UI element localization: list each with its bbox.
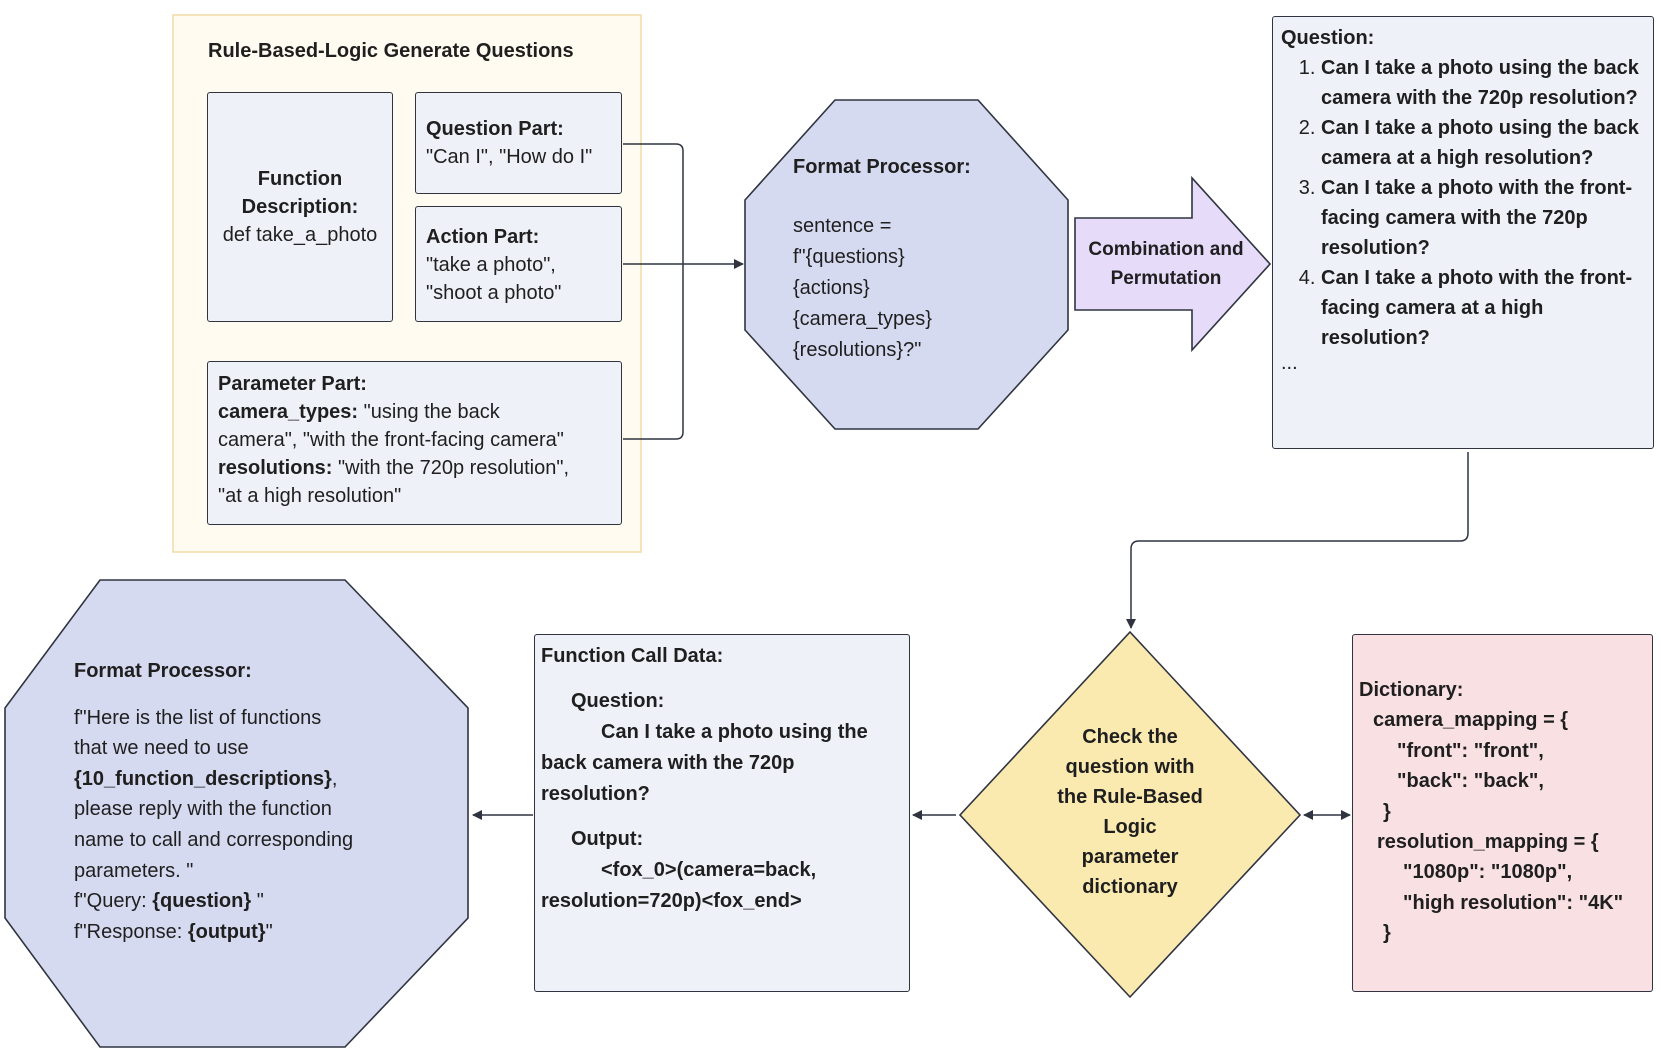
function-call-box: Function Call Data: Question: Can I take… <box>534 634 910 992</box>
dictionary-title: Dictionary: <box>1359 679 1464 701</box>
action-part-box: Action Part: "take a photo", "shoot a ph… <box>415 206 622 322</box>
check-diamond-text: Check the question with the Rule-Based L… <box>1030 722 1230 902</box>
parameter-part-box: Parameter Part: camera_types: "using the… <box>207 361 622 525</box>
combination-arrow-line-1: Combination and <box>1088 239 1244 260</box>
format-processor-bottom-title: Format Processor: <box>74 660 252 682</box>
function-call-title: Function Call Data: <box>541 645 724 667</box>
parameter-camera-line-1: camera_types: "using the back <box>218 398 611 426</box>
dictionary-line-6: "1080p": "1080p", <box>1403 861 1573 884</box>
function-description-value: def take_a_photo <box>222 224 378 246</box>
resolutions-value-start: "with the 720p resolution", <box>338 457 570 479</box>
action-part-value-2: "shoot a photo" <box>426 282 562 304</box>
question-item: Can I take a photo with the front-facing… <box>1321 173 1645 263</box>
check-diamond-shape <box>958 630 1302 999</box>
function-call-question-label: Question: <box>571 690 665 712</box>
question-box-title: Question: <box>1281 27 1375 49</box>
prompt-line-6: parameters. " <box>74 859 194 882</box>
question-box: Question: Can I take a photo using the b… <box>1272 16 1654 449</box>
question-ellipsis: ... <box>1281 352 1298 374</box>
function-description-label: Function Description: <box>241 168 359 218</box>
question-list: Can I take a photo using the back camera… <box>1281 53 1645 353</box>
function-call-question-line-2: back camera with the 720p <box>541 752 795 774</box>
question-to-check-connector <box>1126 452 1469 629</box>
format-processor-top-text: Format Processor: sentence = f"{question… <box>793 152 1043 366</box>
question-part-box: Question Part: "Can I", "How do I" <box>415 92 622 194</box>
question-part-value: "Can I", "How do I" <box>426 146 593 168</box>
dictionary-line-4: } <box>1383 800 1391 823</box>
question-part-label: Question Part: <box>426 118 564 140</box>
dictionary-line-1: camera_mapping = { <box>1373 709 1569 732</box>
prompt-query-line: f"Query: {question} " <box>74 890 264 913</box>
parameter-resolution-line-1: resolutions: "with the 720p resolution", <box>218 454 611 482</box>
question-item: Can I take a photo with the front-facing… <box>1321 263 1645 353</box>
question-item: Can I take a photo using the back camera… <box>1321 53 1645 113</box>
format-code-line-3: {actions} <box>793 277 870 299</box>
function-call-output-line-2: resolution=720p)<fox_end> <box>541 890 802 912</box>
combination-arrow-shape <box>1074 175 1272 353</box>
format-code-line-1: sentence = <box>793 215 892 237</box>
prompt-line-4: please reply with the function <box>74 798 332 821</box>
check-line-1: Check the <box>1082 726 1178 748</box>
parameter-resolution-line-2: "at a high resolution" <box>218 485 402 507</box>
action-part-value-1: "take a photo", <box>426 254 556 276</box>
format-processor-top-shape <box>744 99 1069 430</box>
function-description-box: Function Description: def take_a_photo <box>207 92 393 322</box>
dictionary-line-8: } <box>1383 922 1391 945</box>
dictionary-line-5: resolution_mapping = { <box>1377 830 1599 853</box>
format-code-line-2: f"{questions} <box>793 246 905 268</box>
bracket-connector <box>623 143 744 440</box>
action-part-label: Action Part: <box>426 226 540 248</box>
check-line-2: question with <box>1065 756 1195 778</box>
prompt-line-1: f"Here is the list of functions <box>74 706 322 729</box>
dictionary-line-7: "high resolution": "4K" <box>1403 891 1624 914</box>
format-code-line-5: {resolutions}?" <box>793 339 922 361</box>
function-call-question-line-1: Can I take a photo using the <box>601 721 868 743</box>
parameter-camera-line-2: camera", "with the front-facing camera" <box>218 429 564 451</box>
function-call-output-label: Output: <box>571 828 644 850</box>
check-line-4: Logic <box>1103 816 1157 838</box>
dictionary-line-3: "back": "back", <box>1397 770 1544 793</box>
dictionary-box: Dictionary: camera_mapping = { "front": … <box>1352 634 1653 992</box>
combination-arrow-line-2: Permutation <box>1110 267 1222 289</box>
format-processor-bottom-text: Format Processor: f"Here is the list of … <box>74 656 444 947</box>
prompt-line-2: that we need to use <box>74 737 249 760</box>
parameter-part-label: Parameter Part: <box>218 373 367 395</box>
combination-arrow-label: Combination and Permutation <box>1076 236 1256 293</box>
camera-types-value-start: "using the back <box>363 401 500 423</box>
function-call-question-line-3: resolution? <box>541 783 650 805</box>
check-line-3: the Rule-Based <box>1057 786 1203 808</box>
rule-panel-title: Rule-Based-Logic Generate Questions <box>208 40 574 62</box>
camera-types-key: camera_types: <box>218 401 359 423</box>
check-line-6: dictionary <box>1082 876 1178 898</box>
check-line-5: parameter <box>1081 846 1179 868</box>
resolutions-key: resolutions: <box>218 457 333 479</box>
prompt-line-5: name to call and corresponding <box>74 828 354 851</box>
question-item: Can I take a photo using the back camera… <box>1321 113 1645 173</box>
format-code-line-4: {camera_types} <box>793 308 932 330</box>
prompt-line-3: {10_function_descriptions}, <box>74 767 338 790</box>
format-processor-top-title: Format Processor: <box>793 156 971 178</box>
prompt-response-line: f"Response: {output}" <box>74 920 273 943</box>
format-processor-bottom-shape <box>4 579 469 1048</box>
function-call-output-line-1: <fox_0>(camera=back, <box>601 859 817 881</box>
dictionary-line-2: "front": "front", <box>1397 739 1544 762</box>
